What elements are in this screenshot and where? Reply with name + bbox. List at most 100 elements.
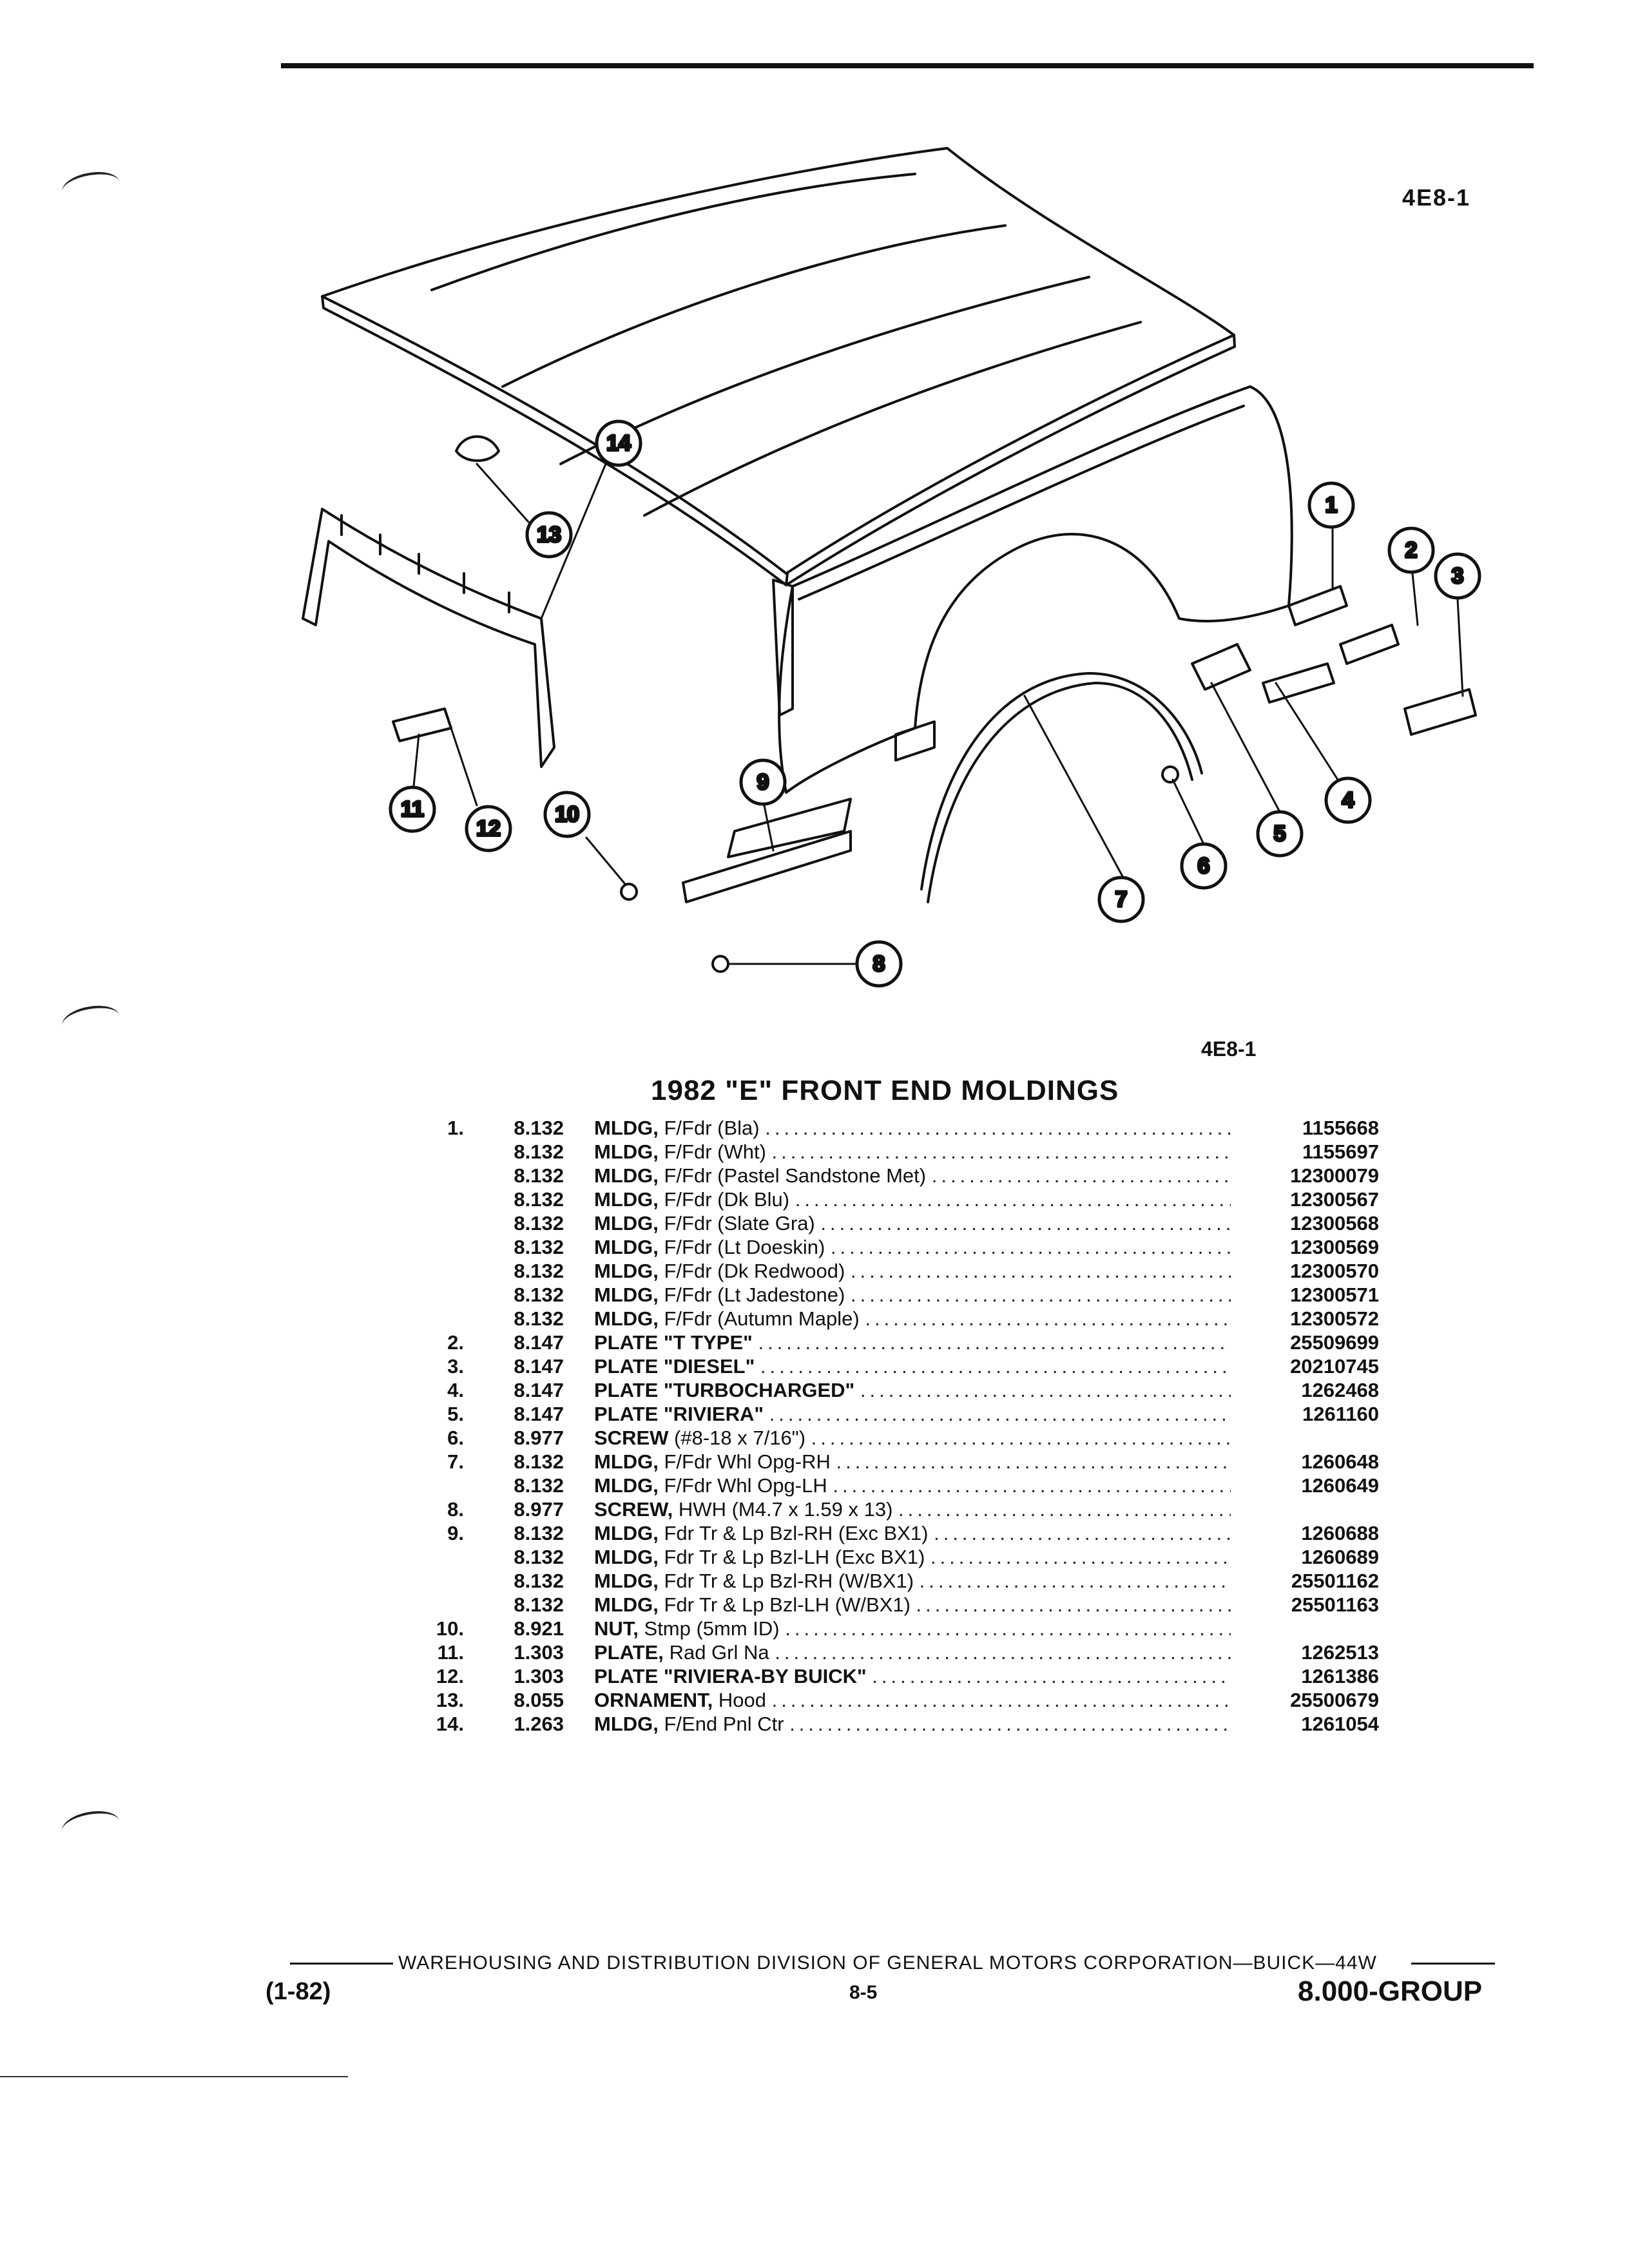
callout-8: 8 xyxy=(855,940,903,988)
leader-dots: ........................................… xyxy=(820,1212,1231,1235)
part-name: MLDG, xyxy=(594,1570,659,1592)
svg-text:14: 14 xyxy=(606,431,631,456)
part-name: PLATE, xyxy=(594,1641,664,1664)
footer-group: 8.000-GROUP xyxy=(1298,1975,1483,2007)
wheel-opening-molding xyxy=(920,672,1203,903)
footer-revision: (1-82) xyxy=(265,1978,331,2005)
binder-hole-mark xyxy=(59,168,122,206)
callout-10: 10 xyxy=(543,791,591,838)
part-description: PLATE "T TYPE" .........................… xyxy=(594,1331,1231,1354)
part-number: 1260689 xyxy=(1301,1546,1379,1568)
leader-dots: ........................................… xyxy=(865,1307,1231,1330)
item-number: 9. xyxy=(447,1522,464,1544)
part-detail: F/End Pnl Ctr xyxy=(664,1713,784,1735)
callout-3: 3 xyxy=(1434,552,1481,600)
leader-dots: ........................................… xyxy=(930,1546,1231,1568)
part-number: 12300571 xyxy=(1290,1283,1379,1306)
part-number: 12300567 xyxy=(1290,1188,1379,1211)
part-detail: Fdr Tr & Lp Bzl-LH (W/BX1) xyxy=(664,1593,911,1616)
svg-text:11: 11 xyxy=(401,797,424,822)
group-number: 8.132 xyxy=(514,1236,564,1258)
part-number: 1155668 xyxy=(1302,1117,1379,1139)
part-detail: F/Fdr Whl Opg-RH xyxy=(664,1450,831,1473)
item-number: 3. xyxy=(447,1355,464,1378)
part-detail: HWH (M4.7 x 1.59 x 13) xyxy=(678,1498,893,1521)
group-number: 1.303 xyxy=(514,1665,564,1687)
leader-dots: ........................................… xyxy=(850,1260,1231,1282)
leader-dots: ........................................… xyxy=(785,1617,1231,1640)
group-number: 8.132 xyxy=(514,1593,564,1616)
callout-2: 2 xyxy=(1387,526,1435,574)
screw-shape xyxy=(1161,765,1179,783)
part-number: 12300572 xyxy=(1290,1307,1379,1330)
screw-shape xyxy=(711,955,729,973)
svg-text:6: 6 xyxy=(1198,854,1210,878)
item-number: 8. xyxy=(447,1498,464,1521)
part-description: MLDG, F/Fdr (Autumn Maple) .............… xyxy=(594,1307,1231,1331)
end-panel-molding xyxy=(302,508,555,768)
part-number: 1261054 xyxy=(1301,1713,1379,1735)
part-number: 1155697 xyxy=(1302,1140,1379,1163)
svg-text:1: 1 xyxy=(1325,493,1338,517)
svg-text:9: 9 xyxy=(757,770,769,794)
svg-text:5: 5 xyxy=(1274,822,1286,846)
part-detail: F/Fdr (Pastel Sandstone Met) xyxy=(664,1164,927,1187)
svg-text:8: 8 xyxy=(873,952,885,976)
leader-dots: ........................................… xyxy=(931,1164,1231,1187)
group-number: 1.263 xyxy=(514,1713,564,1735)
part-name: MLDG, xyxy=(594,1164,659,1187)
footer-rule-right xyxy=(1411,1963,1495,1965)
leader-dots: ........................................… xyxy=(934,1522,1231,1544)
part-detail: F/Fdr (Lt Jadestone) xyxy=(664,1283,845,1306)
callout-9: 9 xyxy=(739,758,787,806)
group-number: 8.132 xyxy=(514,1450,564,1473)
group-number: 8.132 xyxy=(514,1546,564,1568)
part-description: NUT, Stmp (5mm ID) .....................… xyxy=(594,1617,1231,1640)
leader-lines xyxy=(412,463,1464,965)
part-name: MLDG, xyxy=(594,1307,659,1330)
item-number: 10. xyxy=(436,1617,464,1640)
turbo-plate-shape xyxy=(1262,662,1335,704)
callout-12: 12 xyxy=(465,805,512,852)
part-description: PLATE "RIVIERA" ........................… xyxy=(594,1402,1231,1426)
part-name: MLDG, xyxy=(594,1212,659,1235)
leader-dots: ........................................… xyxy=(898,1498,1231,1521)
part-detail: Fdr Tr & Lp Bzl-RH (Exc BX1) xyxy=(664,1522,929,1544)
part-description: MLDG, Fdr Tr & Lp Bzl-RH (Exc BX1) .....… xyxy=(594,1521,1231,1545)
part-number: 25509699 xyxy=(1290,1331,1379,1354)
part-name: PLATE "TURBOCHARGED" xyxy=(594,1379,855,1401)
item-number: 13. xyxy=(436,1689,464,1711)
group-number: 8.147 xyxy=(514,1379,564,1401)
leader-dots: ........................................… xyxy=(771,1689,1231,1711)
part-name: MLDG, xyxy=(594,1140,659,1163)
part-description: PLATE, Rad Grl Na ......................… xyxy=(594,1640,1231,1664)
part-description: MLDG, F/Fdr (Dk Redwood) ...............… xyxy=(594,1259,1231,1283)
group-number: 8.147 xyxy=(514,1403,564,1425)
bottom-rule xyxy=(0,2076,348,2077)
part-description: SCREW (#8-18 x 7/16") ..................… xyxy=(594,1426,1231,1450)
leader-dots: ........................................… xyxy=(795,1188,1231,1211)
svg-text:10: 10 xyxy=(555,802,579,827)
item-number: 4. xyxy=(447,1379,464,1401)
part-detail: Fdr Tr & Lp Bzl-RH (W/BX1) xyxy=(664,1570,914,1592)
grille-plate-shape xyxy=(392,707,452,742)
part-description: SCREW, HWH (M4.7 x 1.59 x 13) ..........… xyxy=(594,1497,1231,1521)
group-number: 1.303 xyxy=(514,1641,564,1664)
part-number: 12300570 xyxy=(1290,1260,1379,1282)
part-detail: Stmp (5mm ID) xyxy=(644,1617,780,1640)
part-name: SCREW xyxy=(594,1427,669,1449)
group-number: 8.132 xyxy=(514,1522,564,1544)
t-type-plate-shape xyxy=(1339,624,1400,665)
